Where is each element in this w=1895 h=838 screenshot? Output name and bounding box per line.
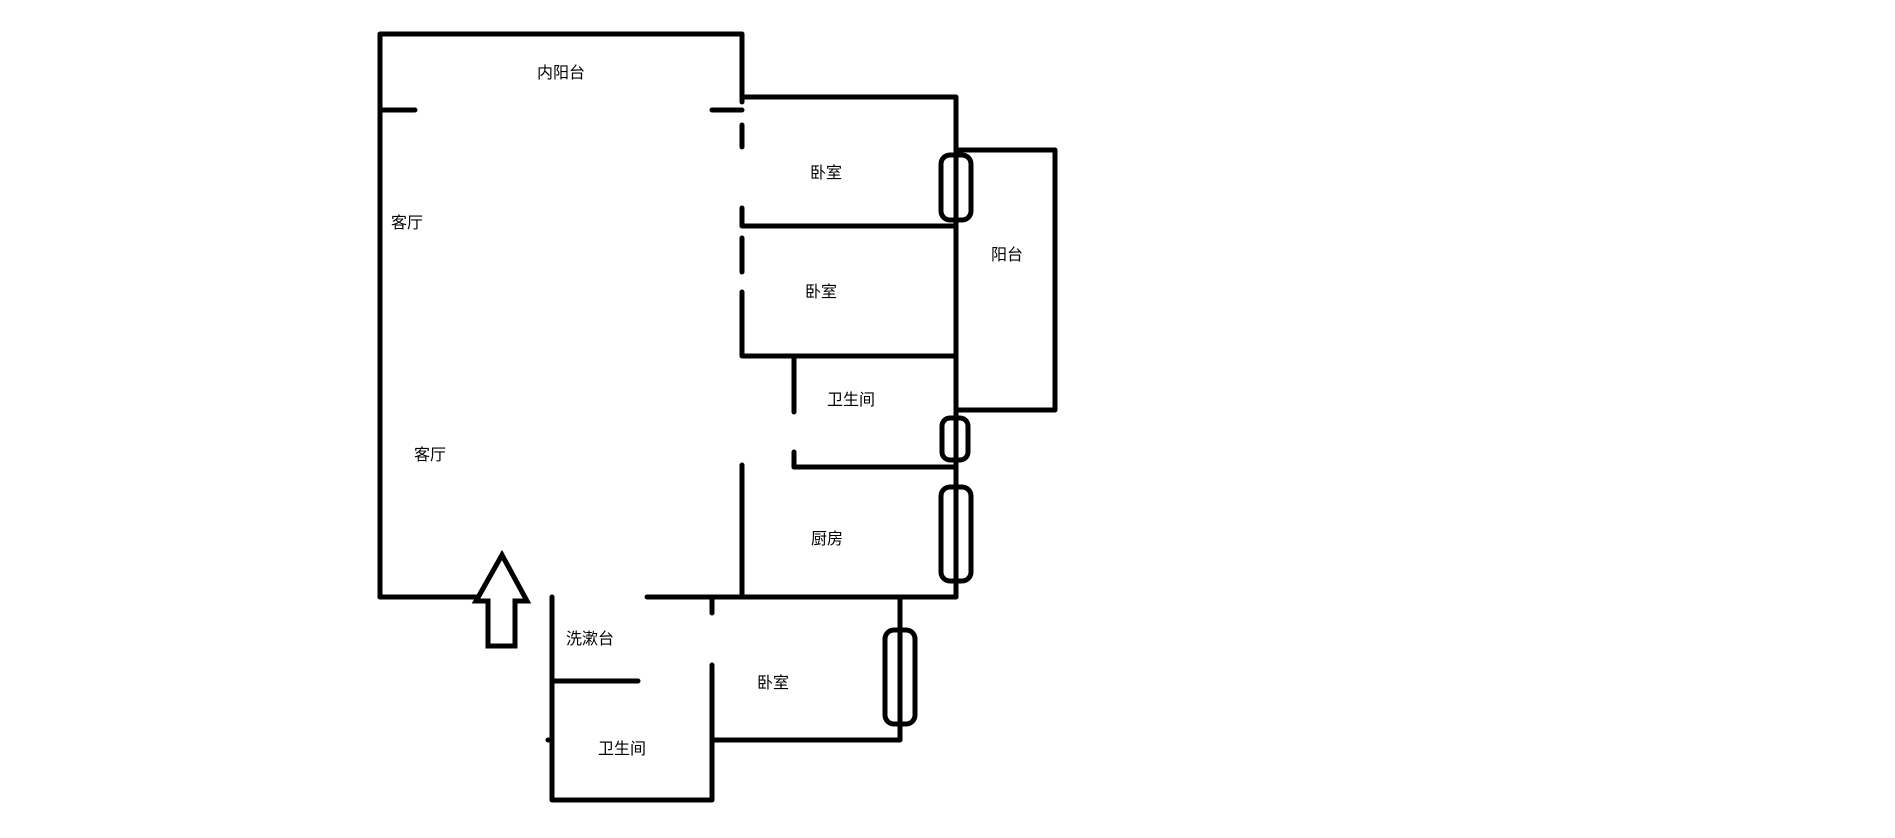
entrance-arrow-icon (471, 549, 532, 649)
label-balcony: 阳台 (991, 245, 1023, 264)
label-washbasin: 洗漱台 (566, 629, 614, 648)
label-bedroom-3: 卧室 (757, 673, 789, 692)
window-bathroom1 (939, 415, 971, 463)
label-bathroom-1: 卫生间 (827, 390, 875, 409)
label-living-room-upper: 客厅 (391, 213, 423, 232)
label-kitchen: 厨房 (811, 529, 843, 548)
label-inner-balcony: 内阳台 (537, 63, 585, 82)
window-bedroom3 (882, 627, 918, 727)
label-bathroom-2: 卫生间 (598, 739, 646, 758)
window-kitchen (938, 484, 974, 584)
windows (882, 152, 974, 727)
wall-balcony (953, 147, 1058, 413)
window-bedroom1 (938, 152, 974, 223)
label-living-room-lower: 客厅 (414, 445, 446, 464)
wall-lower-left (549, 594, 715, 803)
label-bedroom-1: 卧室 (810, 163, 842, 182)
wall-bedroom3-bottom (709, 594, 903, 743)
room-labels: 内阳台 客厅 客厅 卧室 卧室 阳台 卫生间 厨房 洗漱台 卧室 卫生间 (391, 63, 1023, 758)
wall-bedroom1-top (739, 94, 959, 600)
wall-bedroom1-bottom (739, 205, 959, 229)
walls (377, 31, 1058, 803)
wall-bedroom2-left-lower (739, 289, 959, 359)
wall-living-left (377, 31, 745, 600)
label-bedroom-2: 卧室 (805, 282, 837, 301)
